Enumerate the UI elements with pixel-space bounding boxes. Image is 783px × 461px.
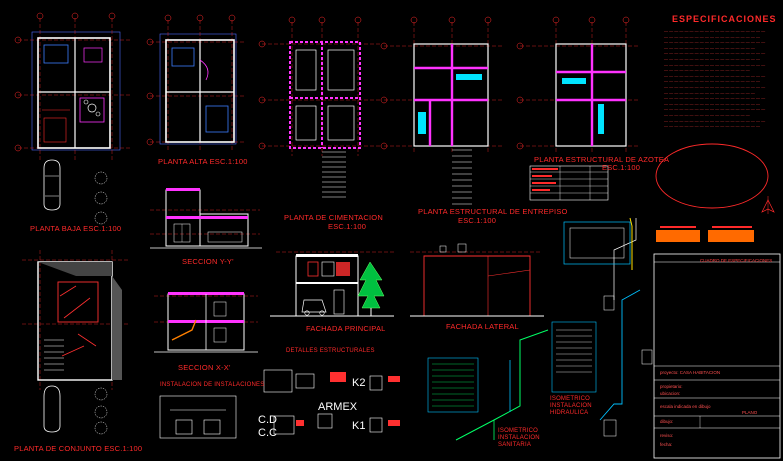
label-planta-azotea: PLANTA ESTRUCTURAL DE AZOTEA (534, 155, 670, 164)
title-block-escala: escala indicada en dibujo (660, 404, 711, 409)
detail-tag-k2: K2 (352, 377, 366, 389)
detail-tag-armex: ARMEX (318, 401, 358, 413)
label-planta-conjunto: PLANTA DE CONJUNTO ESC.1:100 (14, 444, 143, 453)
title-block-fecha: fecha: (660, 442, 673, 447)
note-bars (656, 226, 754, 242)
title-block-plano: PLANO (742, 410, 758, 415)
title-block-proyecto: proyecto: CASA HABITACION (660, 370, 721, 375)
planta-entrepiso-plan (380, 16, 502, 205)
detail-tag-k1: K1 (352, 420, 366, 432)
fachada-lateral-drawing (410, 243, 544, 317)
label-isometrico-hidraulica-1: ISOMETRICO (550, 396, 591, 402)
label-isometrico-sanitaria-2: INSTALACION (498, 435, 540, 441)
title-block-ubicacion: ubicacion: (660, 391, 681, 396)
label-isometrico-hidraulica-2: INSTALACION (550, 403, 592, 409)
fachada-principal-drawing (270, 251, 394, 317)
tree-icon (357, 261, 385, 316)
title-block-propietario: propietario: (660, 384, 683, 389)
planta-baja-plan (14, 12, 130, 225)
label-seccion-x: SECCION X-X' (178, 363, 231, 372)
isometric-drawings (427, 218, 653, 441)
planta-azotea-plan (516, 16, 640, 154)
schedule-table (529, 165, 609, 201)
title-block-revision: reviso: (660, 433, 674, 438)
label-planta-baja: PLANTA BAJA ESC.1:100 (30, 224, 122, 233)
label-planta-azotea-esc: ESC.1:100 (602, 163, 641, 172)
title-block (653, 253, 781, 459)
label-isometrico-hidraulica-3: HIDRAULICA (550, 410, 589, 416)
label-planta-cimentacion-esc: ESC.1:100 (328, 222, 367, 231)
details-drawings (159, 369, 400, 439)
planta-cimentacion-plan (258, 16, 382, 198)
detail-tag-cd: C.D (258, 414, 277, 426)
north-arrow-icon (761, 196, 775, 214)
label-isometrico-sanitaria-1: ISOMETRICO (498, 428, 539, 434)
label-planta-cimentacion: PLANTA DE CIMENTACION (284, 213, 383, 222)
planta-alta-plan (146, 14, 245, 150)
logo-oval (655, 143, 769, 209)
label-planta-alta: PLANTA ALTA ESC.1:100 (158, 157, 248, 166)
detail-tag-cc: C.C (258, 427, 277, 439)
seccion-y-drawing (150, 188, 262, 249)
title-block-heading: CUADRO DE ESPECIFICACIONES (700, 258, 773, 263)
label-planta-entrepiso-esc: ESC.1:100 (458, 216, 497, 225)
title-block-dibujo: dibujo: (660, 419, 674, 424)
specifications-notes: — — — — — — — — — — — — — — — — — — — — … (664, 28, 766, 129)
label-detalles-estructurales: DETALLES ESTRUCTURALES (286, 348, 375, 354)
drawing-title: ESPECIFICACIONES (672, 14, 777, 24)
planta-conjunto-plan (22, 250, 130, 435)
label-fachada-lateral: FACHADA LATERAL (446, 322, 519, 331)
label-isometrico-sanitaria-3: SANITARIA (498, 442, 532, 448)
label-seccion-y: SECCION Y-Y' (182, 257, 234, 266)
seccion-x-drawing (154, 292, 258, 353)
tank-detail (563, 217, 633, 270)
label-planta-entrepiso: PLANTA ESTRUCTURAL DE ENTREPISO (418, 207, 568, 216)
label-detalles-instalaciones: INSTALACION DE INSTALACIONES (160, 382, 265, 388)
label-fachada-principal: FACHADA PRINCIPAL (306, 324, 386, 333)
